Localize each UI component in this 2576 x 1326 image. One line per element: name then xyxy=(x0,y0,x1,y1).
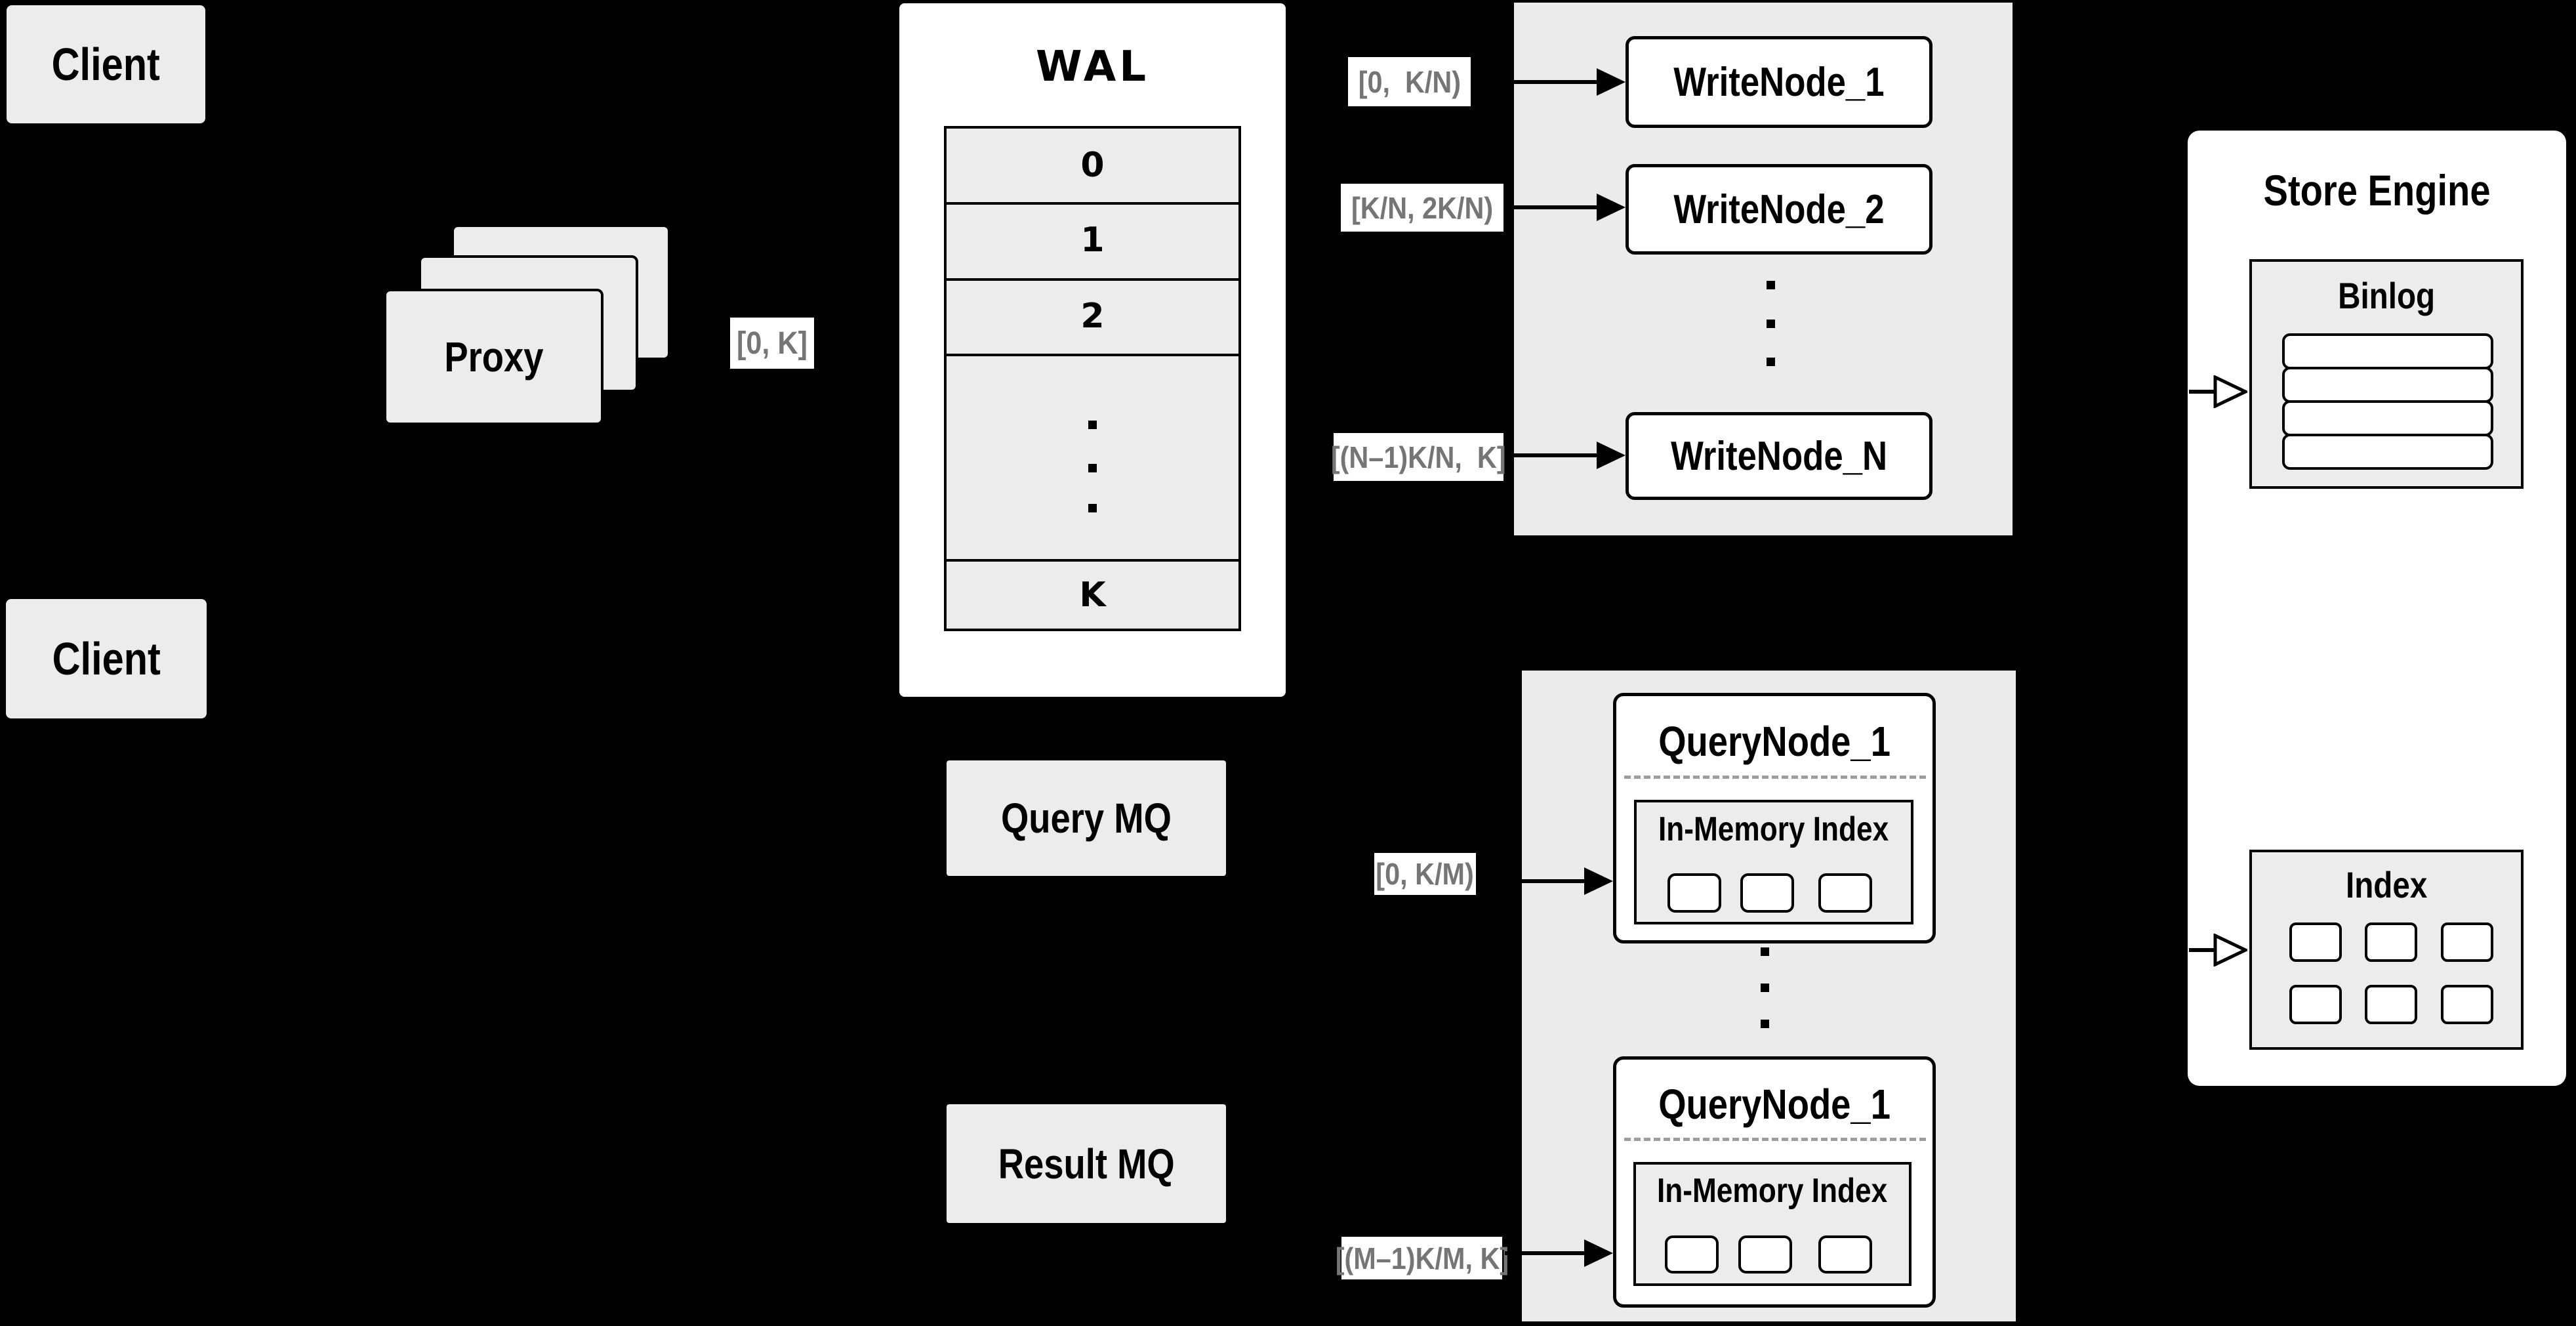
result-mq-box: Result MQ xyxy=(947,1104,1226,1223)
arrow-line-write-1 xyxy=(1473,80,1597,84)
wal-row-divider xyxy=(947,559,1238,562)
query-mq-box: Query MQ xyxy=(947,760,1226,876)
store-engine-title-wrap: Store Engine xyxy=(2263,166,2491,215)
index-chip xyxy=(2365,985,2417,1024)
arrowhead-icon xyxy=(1597,442,1625,469)
client-bottom-label: Client xyxy=(52,633,161,684)
query-node-2-memory-index: In-Memory Index xyxy=(1633,1162,1912,1286)
binlog-entry xyxy=(2282,434,2493,470)
query-ellipsis-dot xyxy=(1761,947,1769,956)
segment-chip xyxy=(1667,873,1721,913)
arrowhead-icon xyxy=(1584,1239,1613,1267)
wal-segment-table: 0 1 2 K xyxy=(944,126,1241,631)
arrow-line-index xyxy=(2189,948,2215,952)
range-label-write-2: [K/N, 2K/N) xyxy=(1341,184,1503,232)
query-node-2-title-wrap: QueryNode_1 xyxy=(1658,1081,1891,1128)
wal-row-2: 2 xyxy=(1080,296,1105,336)
index-chip xyxy=(2441,985,2493,1024)
write-ellipsis-dot xyxy=(1767,358,1775,366)
index-chip xyxy=(2365,922,2417,962)
hollow-arrowhead-icon xyxy=(2213,934,2247,966)
index-chip xyxy=(2289,922,2342,962)
wal-title-wrap: WAL xyxy=(899,41,1286,93)
range-label-query-m: [(M–1)K/M, K] xyxy=(1335,1237,1509,1279)
query-ellipsis-dot xyxy=(1761,984,1769,992)
arrow-line-binlog xyxy=(2189,390,2215,394)
write-node-1-box: WriteNode_1 xyxy=(1625,36,1932,128)
write-ellipsis-dot xyxy=(1767,320,1775,328)
wal-row-divider xyxy=(947,202,1238,205)
write-node-2-box: WriteNode_2 xyxy=(1625,164,1932,255)
query-node-1-title-wrap: QueryNode_1 xyxy=(1658,718,1891,765)
query-node-1-inner-title-wrap: In-Memory Index xyxy=(1658,810,1889,848)
binlog-entry xyxy=(2282,333,2493,369)
range-label-query-1: [0, K/M) xyxy=(1374,853,1476,895)
query-node-2-inner-title-wrap: In-Memory Index xyxy=(1657,1172,1888,1210)
proxy-label: Proxy xyxy=(443,333,544,381)
segment-chip xyxy=(1818,873,1872,913)
query-node-1-divider xyxy=(1624,776,1926,779)
hollow-arrowhead-icon xyxy=(2213,375,2247,408)
wal-row-divider xyxy=(947,278,1238,281)
wal-row-divider xyxy=(947,354,1238,356)
client-top-label: Client xyxy=(51,39,161,90)
query-node-1-memory-index: In-Memory Index xyxy=(1634,800,1913,924)
query-ellipsis-dot xyxy=(1761,1020,1769,1028)
arrowhead-icon xyxy=(1597,68,1625,96)
binlog-box: Binlog xyxy=(2249,259,2524,489)
client-top-box: Client xyxy=(7,5,205,123)
write-ellipsis-dot xyxy=(1767,281,1775,289)
wal-ellipsis-dot xyxy=(1088,464,1097,472)
wal-title: WAL xyxy=(1035,43,1150,91)
segment-chip xyxy=(1738,1235,1792,1274)
segment-chip xyxy=(1818,1235,1872,1274)
arrow-line-query-1 xyxy=(1477,879,1584,883)
index-title-wrap: Index xyxy=(2345,863,2428,905)
index-chip xyxy=(2441,922,2493,962)
binlog-entry xyxy=(2282,400,2493,436)
index-box: Index xyxy=(2249,850,2524,1050)
wal-row-1: 1 xyxy=(1080,220,1105,260)
write-node-n-box: WriteNode_N xyxy=(1625,412,1932,500)
segment-chip xyxy=(1740,873,1794,913)
segment-chip xyxy=(1665,1235,1719,1274)
range-label-write-1: [0, K/N) xyxy=(1348,57,1471,106)
query-node-2-divider xyxy=(1624,1138,1926,1141)
range-label-write-n: [(N–1)K/N, K] xyxy=(1331,433,1506,481)
proxy-card-front: Proxy xyxy=(384,289,603,425)
range-label-proxy-to-wal: [0, K] xyxy=(730,318,814,369)
index-chip xyxy=(2289,985,2342,1024)
arrow-line-write-2 xyxy=(1506,205,1597,209)
client-bottom-box: Client xyxy=(6,599,207,718)
wal-row-0: 0 xyxy=(1080,146,1105,185)
arrowhead-icon xyxy=(1597,194,1625,221)
wal-ellipsis-dot xyxy=(1088,504,1097,512)
arrowhead-icon xyxy=(1584,867,1613,895)
binlog-title-wrap: Binlog xyxy=(2337,274,2436,316)
arrow-line-write-n xyxy=(1506,453,1597,457)
binlog-entry xyxy=(2282,367,2493,403)
wal-row-k: K xyxy=(1079,575,1106,615)
wal-ellipsis-dot xyxy=(1088,421,1097,429)
arrow-line-query-m xyxy=(1505,1251,1584,1255)
